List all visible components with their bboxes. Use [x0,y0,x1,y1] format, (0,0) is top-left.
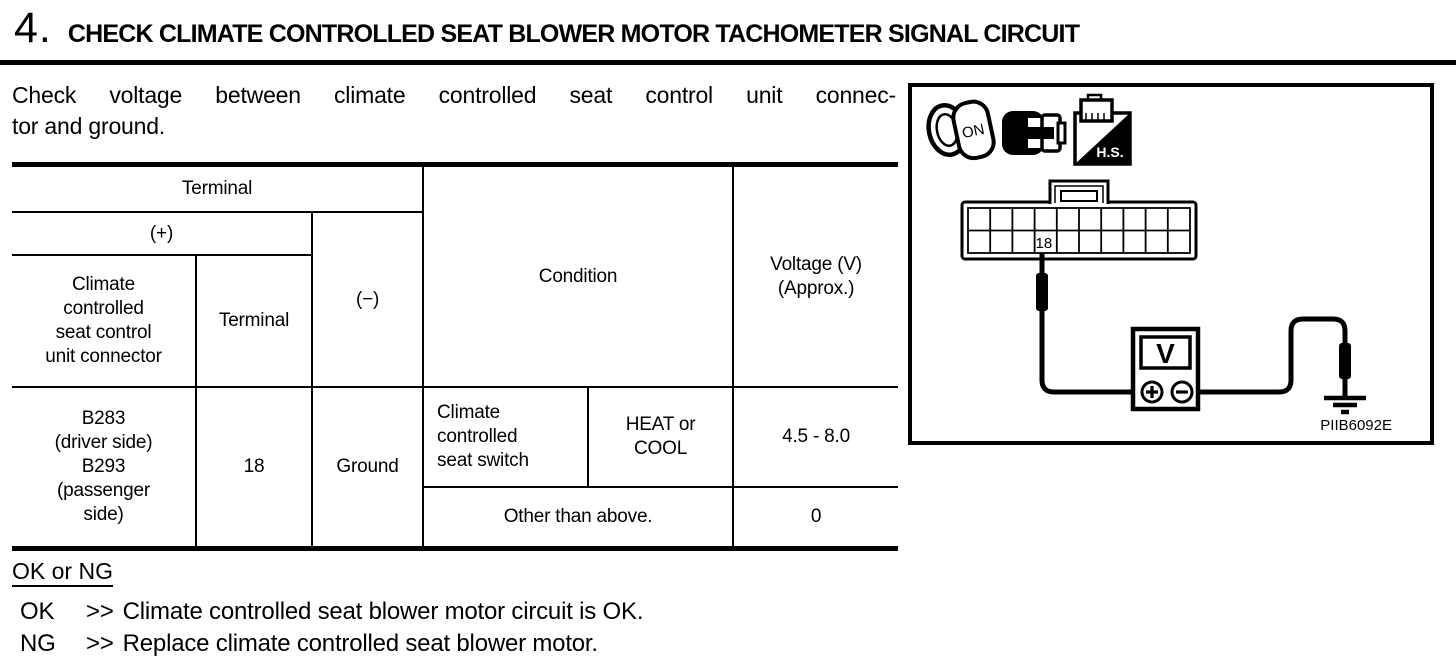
intro-paragraph: Check voltage between climate controlled… [12,80,896,142]
condition-cell-switch: Climate controlled seat switch [422,386,590,488]
intro-line-2: tor and ground. [12,113,166,139]
ok-ng-heading: OK or NG [12,558,1456,587]
voltage-spec-table: Terminal Condition Voltage (V) (Approx.)… [12,162,899,551]
pin-18-label: 18 [1036,235,1053,252]
result-line-ng: NG >> Replace climate controlled seat bl… [20,629,1456,659]
section-title-row: 4. CHECK CLIMATE CONTROLLED SEAT BLOWER … [0,0,1456,53]
connector-cell: B283 (driver side) B293 (passenger side) [12,386,197,550]
connector-disconnect-icon [1002,111,1067,155]
voltage-cell-heat-cool: 4.5 - 8.0 [732,386,899,488]
ignition-on-icon: ON [926,99,996,161]
hs-icon: H.S. [1073,93,1132,166]
connector-pinout: 18 [960,179,1198,261]
figure-id-label: PIIB6092E [1320,417,1392,434]
minus-header: (−) [310,211,424,388]
circuit-test-figure: ON H.S. [908,83,1434,445]
result-ok-text: Climate controlled seat blower motor cir… [122,598,644,625]
connector-column-header: Climate controlled seat control unit con… [12,254,197,388]
condition-cell-mode: HEAT or COOL [587,386,735,488]
minus-cell: Ground [310,386,425,550]
voltmeter-display-label: V [1156,338,1175,369]
title-divider [0,60,1456,65]
ground-symbol [1324,395,1366,415]
results-block: OK >> Climate controlled seat blower mot… [0,597,1456,659]
ignition-on-label: ON [961,121,987,142]
ok-ng-heading-label: OK or NG [12,558,113,587]
result-ng-arrow: >> [86,630,114,657]
result-ok-arrow: >> [86,598,114,625]
test-lead-negative [1182,316,1351,398]
page-title: CHECK CLIMATE CONTROLLED SEAT BLOWER MOT… [67,20,1080,48]
result-ng-text: Replace climate controlled seat blower m… [122,630,598,657]
terminal-cell: 18 [195,386,313,550]
plus-header: (+) [12,211,313,256]
voltage-header: Voltage (V) (Approx.) [732,163,899,388]
test-lead-positive [1036,253,1152,395]
result-ng-label: NG [20,630,56,657]
intro-line-1: Check voltage between climate controlled… [12,82,896,108]
voltage-cell-other: 0 [732,486,899,550]
condition-header: Condition [422,163,735,388]
result-line-ok: OK >> Climate controlled seat blower mot… [20,597,1456,627]
condition-cell-other: Other than above. [423,486,735,550]
probe-positive [1036,273,1048,311]
terminal-group-header: Terminal [12,163,425,213]
voltmeter: V [1130,326,1201,412]
terminal-column-header: Terminal [195,254,312,388]
probe-negative [1339,343,1351,379]
hs-icon-label: H.S. [1096,144,1123,160]
step-number: 4. [14,4,52,52]
result-ok-label: OK [20,598,55,625]
